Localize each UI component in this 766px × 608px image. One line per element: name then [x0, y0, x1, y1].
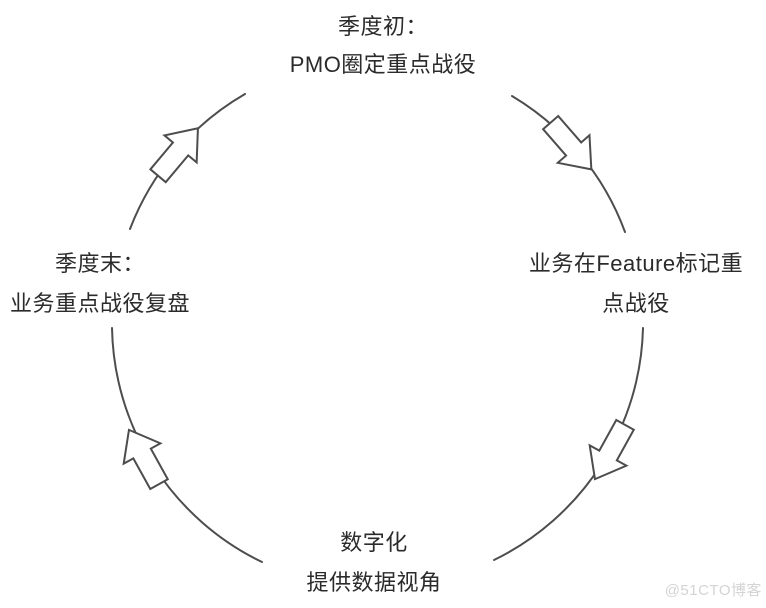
arc-top-left — [129, 93, 246, 230]
cycle-arrow-up-left-icon — [122, 428, 170, 491]
cycle-arrow-up-right-icon — [149, 127, 199, 184]
node-feature-tag-line2: 点战役 — [602, 291, 670, 316]
node-feature-tag: 业务在Feature标记重 点战役 — [506, 244, 766, 324]
cycle-arrow-down-right-icon — [541, 114, 593, 171]
node-quarter-end-review-line1: 季度末： — [54, 251, 145, 276]
node-quarter-start: 季度初： PMO圈定重点战役 — [233, 8, 533, 84]
node-digitalization: 数字化 提供数据视角 — [244, 523, 504, 603]
watermark: @51CTO博客 — [664, 582, 762, 599]
node-feature-tag-line1: 业务在Feature标记重 — [528, 251, 744, 276]
cycle-arrow-down-left-icon — [588, 418, 636, 481]
node-digitalization-line2: 提供数据视角 — [306, 570, 442, 595]
node-quarter-start-line1: 季度初： — [337, 14, 428, 39]
node-quarter-start-line2: PMO圈定重点战役 — [289, 52, 477, 77]
node-quarter-end-review-line2: 业务重点战役复盘 — [9, 291, 190, 316]
node-digitalization-line1: 数字化 — [340, 530, 408, 555]
node-quarter-end-review: 季度末： 业务重点战役复盘 — [0, 244, 220, 324]
